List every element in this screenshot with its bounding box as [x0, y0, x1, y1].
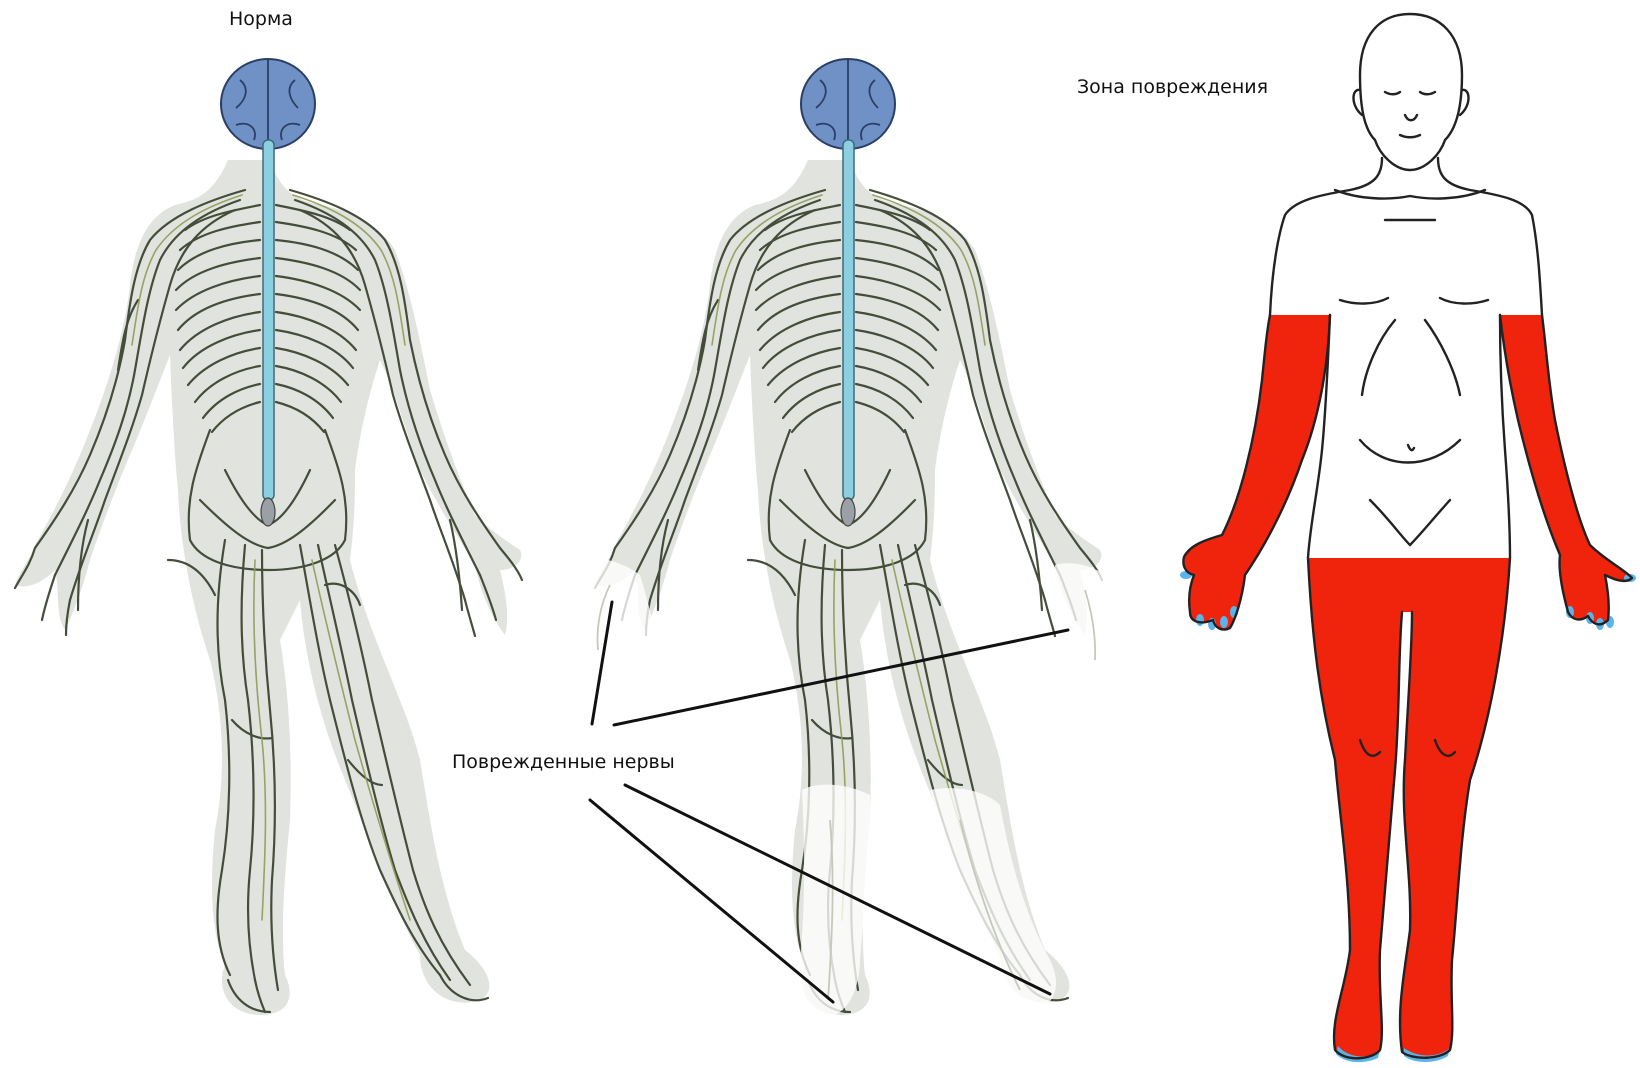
damage-zone-label: Зона повреждения — [1077, 76, 1268, 98]
normal-label: Норма — [229, 8, 293, 30]
damaged-nervous-system-figure — [578, 59, 1113, 1018]
damage-zone-body-figure — [1180, 14, 1636, 1062]
spinal-cord — [843, 140, 854, 500]
spinal-cord — [263, 140, 274, 500]
normal-nervous-system-figure — [15, 59, 522, 1015]
left-arm-damage-zone — [1183, 315, 1330, 630]
damaged-nerves-label: Поврежденные нервы — [452, 751, 675, 773]
legs-damage-zone — [1308, 558, 1510, 1058]
